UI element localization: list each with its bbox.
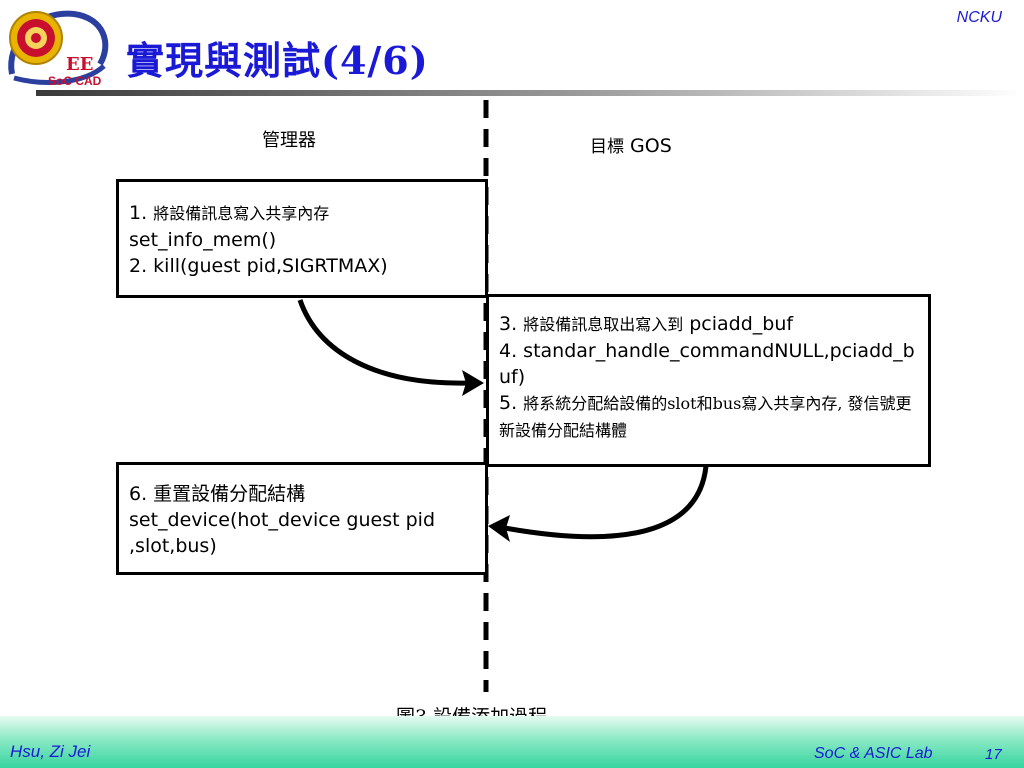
target-label-zh: 目標: [590, 137, 624, 157]
step-6-code-line1: set_device(hot_device guest pid: [129, 509, 436, 531]
logo-graphic: EE SoC CAD: [8, 10, 109, 88]
step-1-number: 1.: [129, 202, 148, 224]
logo-soc-text: SoC CAD: [48, 74, 102, 88]
step-box-manager-2: 6. 重置設備分配結構 set_device(hot_device guest …: [116, 462, 488, 575]
ee-soc-cad-logo: EE SoC CAD: [4, 4, 112, 88]
org-label: NCKU: [956, 9, 1002, 26]
step-5-text: 將系統分配給設備的slot和bus寫入共享內存, 發信號更新設備分配結構體: [499, 394, 912, 440]
step-box-manager-1: 1. 將設備訊息寫入共享內存 set_info_mem() 2. kill(gu…: [116, 179, 488, 298]
target-label-en: GOS: [630, 135, 672, 157]
step-3-code: pciadd_buf: [689, 313, 794, 335]
footer-author: Hsu, Zi Jei: [10, 742, 91, 761]
step-1-text: 將設備訊息寫入共享內存: [153, 204, 330, 223]
step-box-gos: 3. 將設備訊息取出寫入到 pciadd_buf 4. standar_hand…: [486, 294, 931, 467]
step-1-line: 1. 將設備訊息寫入共享內存: [129, 200, 475, 227]
step-2-line: 2. kill(guest pid,SIGRTMAX): [129, 255, 388, 277]
page-number: 17: [985, 746, 1002, 763]
column-label-target-gos: 目標 GOS: [590, 132, 672, 157]
title-divider: [36, 90, 1024, 96]
arrow-manager-to-gos: [297, 299, 469, 386]
step-3-number: 3.: [499, 313, 518, 335]
footer-lab-name: SoC & ASIC Lab: [814, 745, 933, 762]
step-3-line: 3. 將設備訊息取出寫入到 pciadd_buf: [499, 311, 918, 338]
arrowhead-left: [488, 515, 510, 542]
step-1-code: set_info_mem(): [129, 229, 277, 251]
arrow-gos-to-manager: [504, 465, 709, 540]
step-6-line: 6. 重置設備分配結構: [129, 483, 306, 505]
column-label-manager: 管理器: [262, 130, 316, 151]
logo-ee-text: EE: [66, 54, 93, 75]
footer-band: [0, 716, 1024, 768]
step-3-text: 將設備訊息取出寫入到: [523, 315, 684, 334]
page-title: 實現與測試(4/6): [126, 38, 429, 83]
step-5-number: 5.: [499, 392, 518, 414]
step-4-line: 4. standar_handle_commandNULL,pciadd_buf…: [499, 340, 915, 388]
step-5-line: 5. 將系統分配給設備的slot和bus寫入共享內存, 發信號更新設備分配結構體: [499, 390, 918, 444]
arrowhead-right: [462, 370, 484, 396]
step-6-code-line2: ,slot,bus): [129, 535, 217, 557]
